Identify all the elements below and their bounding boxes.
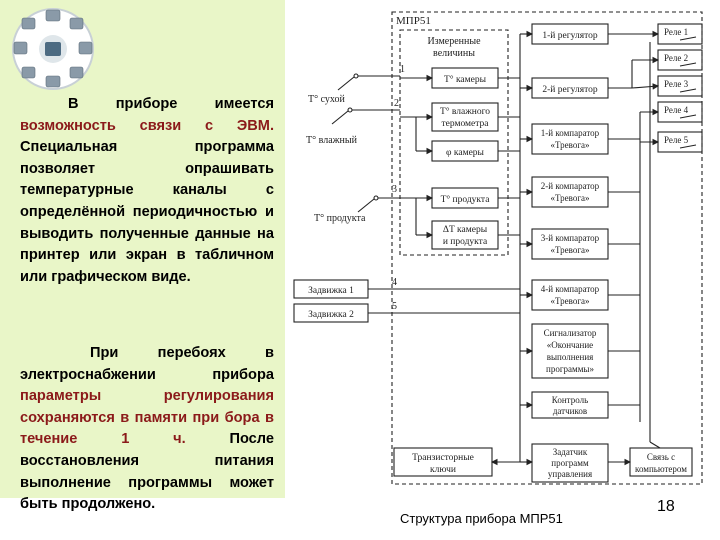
- program-label-3: управления: [548, 469, 592, 479]
- app-icons-logo: [12, 8, 94, 90]
- comparator-4-label-2: «Тревога»: [550, 296, 589, 306]
- paragraph-power-failure: При перебоях в электроснабжении прибора …: [20, 343, 274, 516]
- para2-s3: После восстановления питания выполнение …: [20, 431, 274, 513]
- relay-5-label: Реле 5: [664, 135, 689, 145]
- control-label-2: датчиков: [553, 406, 587, 416]
- computer-label-1: Связь с: [647, 452, 675, 462]
- regulator-2-label: 2-й регулятор: [542, 84, 597, 95]
- relay-4-label: Реле 4: [664, 105, 689, 115]
- transistor-label-1: Транзисторные: [412, 453, 474, 463]
- device-frame: [391, 11, 703, 485]
- computer-label-2: компьютером: [635, 464, 687, 474]
- program-label-1: Задатчик: [553, 447, 588, 457]
- gate-2-label: Задвижка 2: [308, 310, 354, 320]
- measured-group: [399, 29, 509, 256]
- comparator-4-label-1: 4-й компаратор: [541, 284, 600, 294]
- control-label-1: Контроль: [552, 395, 588, 405]
- line-number-5: 5: [392, 301, 397, 312]
- transistor-label-2: ключи: [430, 465, 456, 475]
- sensor-product: T° продукта: [314, 213, 366, 224]
- comparator-2-label-1: 2-й компаратор: [541, 181, 600, 191]
- gate-1-label: Задвижка 1: [308, 286, 354, 296]
- relay-3-label: Реле 3: [664, 79, 689, 89]
- phi-chamber-label: φ камеры: [446, 148, 485, 158]
- line-number-2: 2: [394, 98, 399, 109]
- signalizer-label-2: «Окончание: [547, 340, 593, 350]
- page-number: 18: [657, 498, 675, 515]
- group-label-2: величины: [433, 48, 475, 59]
- para1-s1: В приборе имеется: [68, 96, 274, 112]
- t-wet-label-2: термометра: [441, 119, 489, 129]
- comparator-3-label-2: «Тревога»: [550, 245, 589, 255]
- comparator-2-label-2: «Тревога»: [550, 193, 589, 203]
- delta-t-label-1: ΔT камеры: [443, 225, 488, 235]
- line-number-1: 1: [400, 64, 405, 75]
- paragraph-pc-connection: В приборе имеется возможность связи с ЭВ…: [20, 94, 274, 288]
- delta-t-label-2: и продукта: [443, 237, 488, 247]
- relay-2-label: Реле 2: [664, 53, 688, 63]
- comparator-3-label-1: 3-й компаратор: [541, 233, 600, 243]
- para1-s3: Специальная программа позволяет опрашива…: [20, 139, 274, 285]
- regulator-1-label: 1-й регулятор: [542, 30, 597, 41]
- sensor-dry: T° сухой: [308, 94, 346, 105]
- comparator-1-label-2: «Тревога»: [550, 140, 589, 150]
- diagram-caption: Структура прибора МПР51: [400, 511, 563, 526]
- mpr51-structure-diagram: МПР51 Измеренные величины T° сухой T° вл…: [293, 11, 703, 485]
- t-product-label: T° продукта: [441, 194, 491, 205]
- comparator-1-label-1: 1-й компаратор: [541, 128, 600, 138]
- t-wet-label-1: T° влажного: [440, 106, 490, 117]
- text-panel: В приборе имеется возможность связи с ЭВ…: [0, 0, 285, 512]
- para1-s2: возможность связи с ЭВМ.: [20, 117, 274, 134]
- para2-s1: При перебоях в электроснабжении прибора: [20, 345, 274, 383]
- relay-1-label: Реле 1: [664, 27, 688, 37]
- signalizer-label-1: Сигнализатор: [544, 328, 597, 338]
- program-label-2: программ: [551, 458, 589, 468]
- line-number-3: 3: [392, 184, 397, 195]
- sensor-wet: T° влажный: [306, 135, 358, 146]
- diagram-title: МПР51: [396, 15, 431, 27]
- para2-s2: параметры регулирования сохраняются в па…: [20, 388, 274, 448]
- signalizer-label-3: выполнения: [547, 352, 594, 362]
- line-number-4: 4: [392, 277, 397, 288]
- group-label-1: Измеренные: [427, 36, 481, 47]
- t-chamber-label: T° камеры: [444, 74, 487, 85]
- signalizer-label-4: программы»: [546, 364, 594, 374]
